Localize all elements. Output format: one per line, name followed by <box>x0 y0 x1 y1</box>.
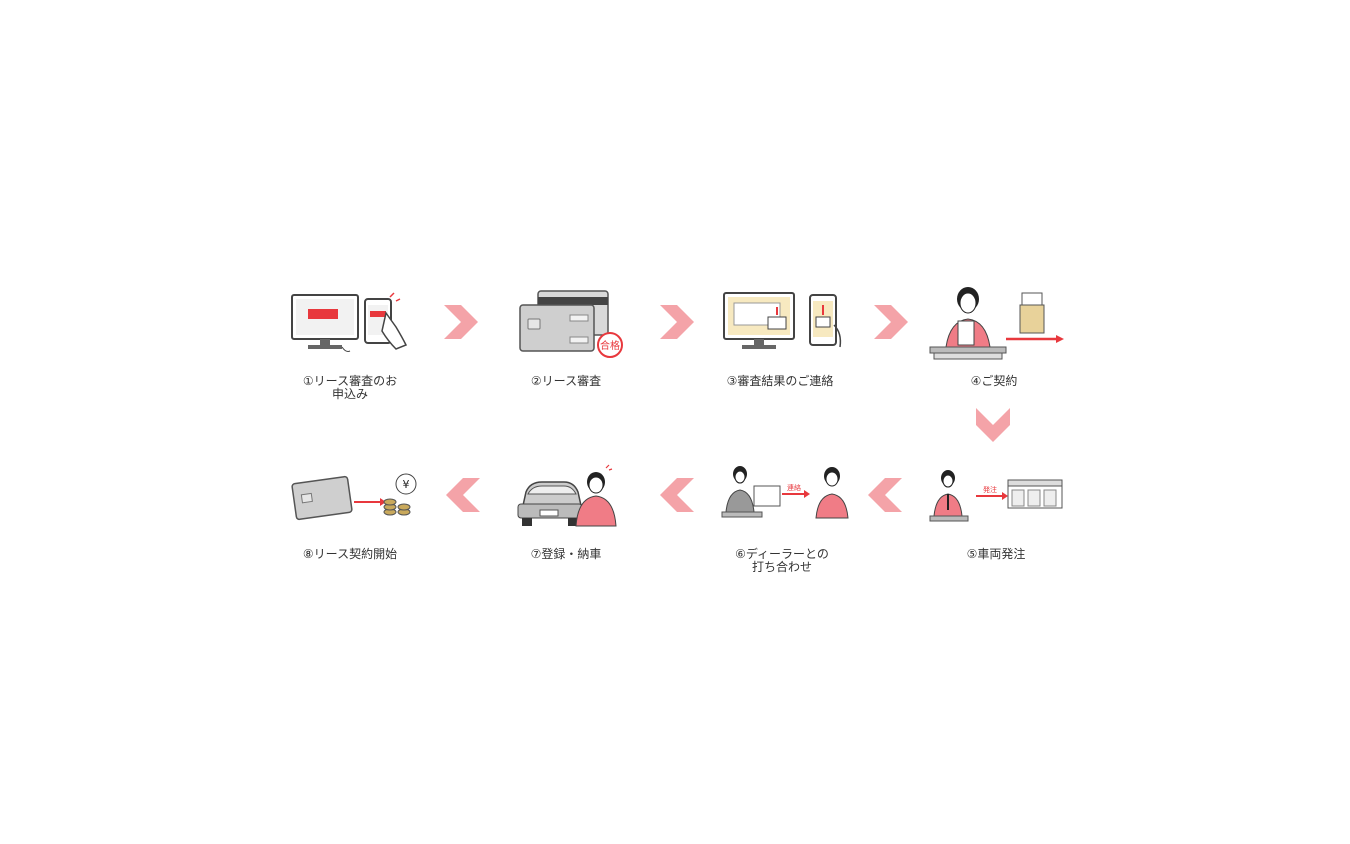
flow-arrow-left <box>660 478 694 512</box>
step-label: ⑥ディーラーとの打ち合わせ <box>735 547 829 574</box>
step-label: ⑧リース契約開始 <box>302 547 398 561</box>
contact-tag-text: 連絡 <box>787 483 801 492</box>
payment-start-icon: ¥ <box>291 473 417 521</box>
vehicle-order-icon: 発注 <box>929 470 1063 522</box>
car-delivery-icon <box>517 464 617 527</box>
flow-arrow-right <box>874 305 908 339</box>
flow-arrow-right <box>660 305 694 339</box>
step-7: ⑦登録・納車 <box>466 460 666 570</box>
step-2: 合格 ②リース審査 <box>466 285 666 395</box>
approved-stamp-text: 合格 <box>600 339 620 352</box>
step-label: ④ご契約 <box>970 374 1018 388</box>
contract-signing-icon <box>929 287 1064 360</box>
step-label: ①リース審査のお申込み <box>302 374 398 401</box>
order-tag-text: 発注 <box>983 485 997 494</box>
step-label: ⑦登録・納車 <box>530 547 602 561</box>
step-8: ¥ ⑧リース契約開始 <box>250 460 450 570</box>
flow-arrow-left <box>446 478 480 512</box>
step-3: ③審査結果のご連絡 <box>680 285 880 395</box>
dealer-meeting-icon: 連絡 <box>721 466 849 519</box>
step-label: ③審査結果のご連絡 <box>726 374 834 388</box>
step-1: ①リース審査のお申込み <box>250 285 450 405</box>
step-6: 連絡 ⑥ディーラーとの打ち合わせ <box>682 460 882 574</box>
flow-arrow-left <box>868 478 902 512</box>
online-application-icon <box>291 292 408 352</box>
credit-card-approved-icon: 合格 <box>519 290 623 358</box>
email-notification-icon <box>723 292 842 349</box>
step-label: ⑤車両発注 <box>966 547 1026 561</box>
step-label: ②リース審査 <box>530 374 602 388</box>
flow-arrow-down <box>976 408 1010 442</box>
step-4: ④ご契約 <box>894 285 1094 395</box>
flow-arrow-right <box>444 305 478 339</box>
step-5: 発注 ⑤車両発注 <box>896 460 1096 570</box>
yen-symbol: ¥ <box>403 478 410 491</box>
